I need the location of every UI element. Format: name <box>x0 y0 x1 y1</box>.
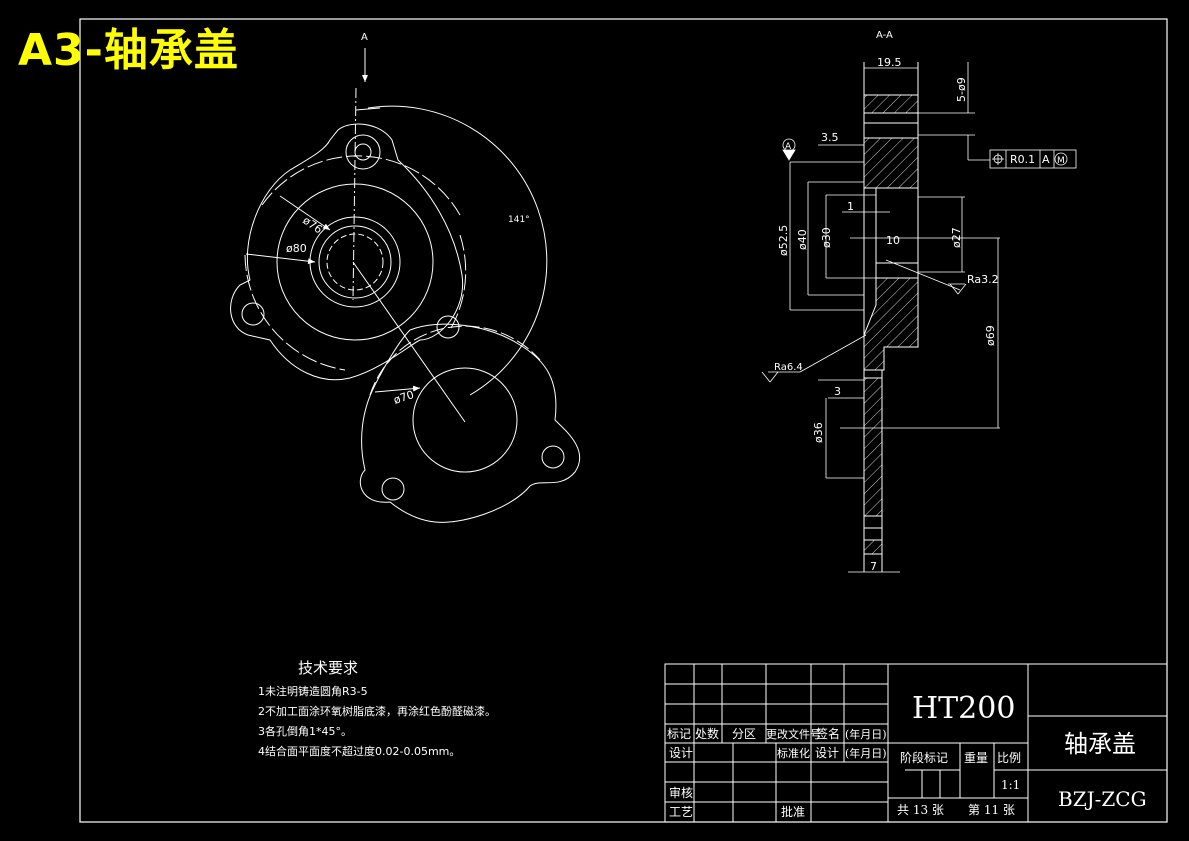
dim-d30: ø30 <box>820 227 833 248</box>
tb-stage: 阶段标记 <box>900 750 948 765</box>
dim-d27: ø27 <box>950 227 963 248</box>
tb-process: 工艺 <box>669 805 693 819</box>
note-item: 3各孔倒角1*45°。 <box>258 725 352 738</box>
tb-mark: 标记 <box>667 727 691 741</box>
dim-1: 1 <box>847 200 854 213</box>
tb-sheet-no: 第 11 张 <box>968 803 1015 817</box>
dim-3: 3 <box>834 385 841 398</box>
section-marker-a: A <box>361 32 368 43</box>
dim-10: 10 <box>886 234 900 247</box>
dim-d36: ø36 <box>812 422 825 443</box>
dim-7: 7 <box>870 560 877 573</box>
note-item: 1未注明铸造圆角R3-5 <box>258 685 368 698</box>
page-title: A3-轴承盖 <box>18 25 239 76</box>
dim-19-5: 19.5 <box>877 56 902 69</box>
ra-3-2: Ra3.2 <box>967 273 999 286</box>
tb-sign: 签名 <box>816 726 840 741</box>
drawing-frame <box>79 18 1168 823</box>
tb-review: 审核 <box>669 785 693 800</box>
tb-drawing-no: BZJ-ZCG <box>1058 787 1147 811</box>
plan-view: A <box>230 32 581 523</box>
tb-sheets-total: 共 13 张 <box>897 803 944 817</box>
dim-3-5: 3.5 <box>821 131 839 144</box>
tb-standard: 标准化 <box>777 746 810 760</box>
tb-design2: 设计 <box>815 746 839 760</box>
dim-d80: ø80 <box>286 242 307 255</box>
section-dimension-lines <box>761 62 1077 573</box>
dim-angle: 141° <box>508 215 530 225</box>
note-item: 2不加工面涂环氧树脂底漆，再涂红色酚醛磁漆。 <box>258 705 496 718</box>
technical-notes: 技术要求 1未注明铸造圆角R3-5 2不加工面涂环氧树脂底漆，再涂红色酚醛磁漆。… <box>258 658 558 762</box>
note-item: 4结合面平面度不超过度0.02-0.05mm。 <box>258 745 461 758</box>
tb-ratio: 比例 <box>997 751 1021 765</box>
tb-design: 设计 <box>669 746 693 760</box>
title-block-labels: 标记 处数 分区 更改文件号 签名 (年月日) 设计 标准化 设计 (年月日) … <box>667 691 1147 819</box>
dim-d69: ø69 <box>984 325 997 346</box>
dim-d52-5: ø52.5 <box>777 225 790 256</box>
tb-date2: (年月日) <box>845 746 887 760</box>
title-block-grid <box>664 663 1168 823</box>
datum-a-label: A <box>785 142 792 152</box>
section-label: A-A <box>876 30 893 41</box>
tb-count: 处数 <box>695 726 719 741</box>
tb-approve: 批准 <box>781 804 805 819</box>
dim-5-holes: 5-ø9 <box>955 77 968 102</box>
tb-weight: 重量 <box>964 751 988 765</box>
ra-6-4: Ra6.4 <box>774 362 803 373</box>
tolerance-datum: A <box>1042 153 1050 166</box>
tolerance-value: R0.1 <box>1010 153 1035 166</box>
dim-d40: ø40 <box>796 229 809 250</box>
section-dimensions: 19.5 5-ø9 3.5 A R0.1 A M 1 10 ø52.5 ø40 … <box>774 56 1065 573</box>
tb-change-doc: 更改文件号 <box>766 727 821 741</box>
section-view <box>863 62 919 572</box>
tb-date: (年月日) <box>845 727 887 741</box>
tb-zone: 分区 <box>732 727 756 741</box>
tb-part-name: 轴承盖 <box>1064 730 1136 758</box>
tb-scale: 1:1 <box>1001 778 1020 792</box>
tolerance-mmc: M <box>1057 156 1065 166</box>
notes-heading: 技术要求 <box>298 659 359 677</box>
dim-d70: ø70 <box>392 388 416 407</box>
tb-material: HT200 <box>912 691 1015 726</box>
